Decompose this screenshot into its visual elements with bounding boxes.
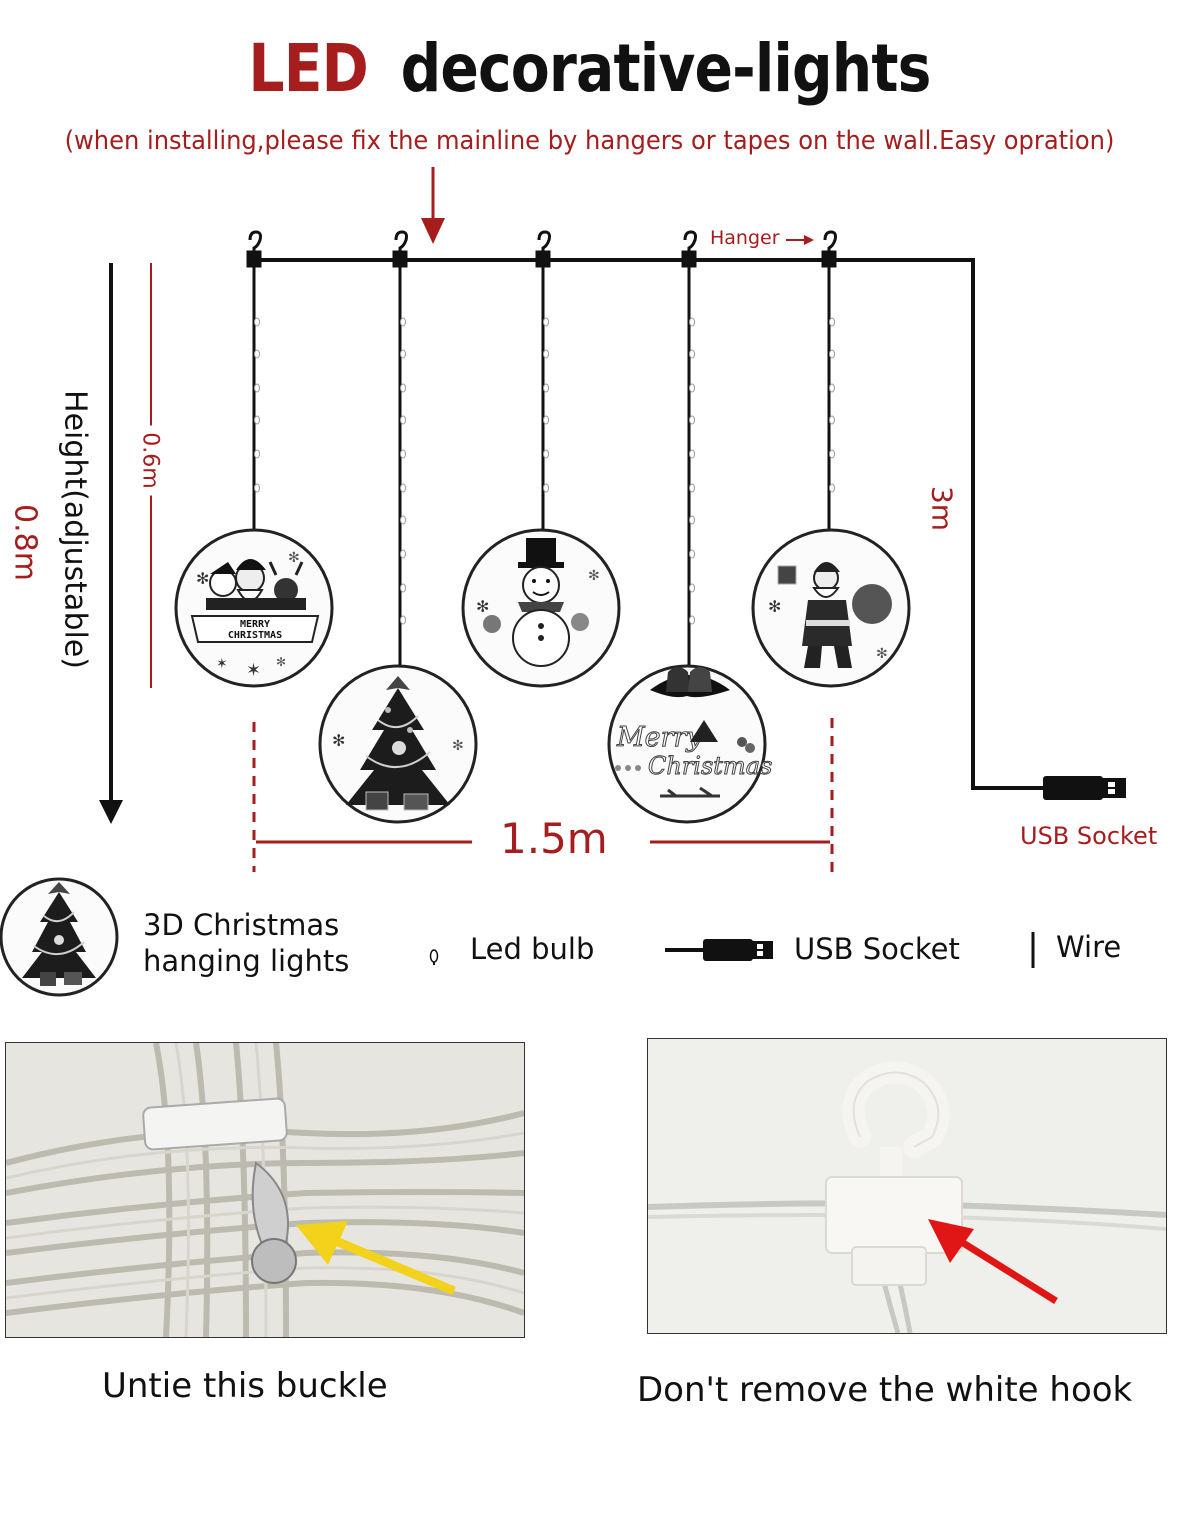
- ornament-santa-snowman-reindeer: MERRY CHRISTMAS ✻ ✻ ✶ ✶ ✻: [174, 528, 334, 688]
- install-arrow: [421, 167, 445, 244]
- legend-usb-label: USB Socket: [794, 932, 960, 966]
- ornament-santa-with-gifts: ✻ ✻: [751, 528, 911, 688]
- svg-text:✻: ✻: [876, 646, 888, 662]
- title-led: LED: [248, 30, 368, 107]
- ornament-merry-christmas-bells: Merry Christmas: [607, 664, 773, 824]
- ornament-text-christmas: CHRISTMAS: [228, 630, 282, 641]
- led-bulb-icon: [429, 949, 439, 965]
- svg-text:✻: ✻: [588, 568, 600, 584]
- title-rest: decorative-lights: [400, 30, 932, 107]
- hanger-icon: [392, 230, 408, 268]
- hanger-label: Hanger: [710, 227, 780, 249]
- hanger-icon: [535, 230, 551, 268]
- svg-text:✶: ✶: [246, 660, 261, 681]
- drop-wires: [252, 262, 831, 666]
- width-dimension: [252, 718, 834, 872]
- hanger-icons: [246, 230, 837, 268]
- legend-ornament-label-line1: 3D Christmas: [143, 908, 340, 942]
- ornament-christmas-tree: ✻ ✻: [318, 664, 478, 824]
- buckle-photo: [5, 1042, 525, 1338]
- width-label: 1.5m: [500, 814, 608, 863]
- hook-caption: Don't remove the white hook: [637, 1370, 1133, 1410]
- buckle-illustration: [6, 1043, 524, 1337]
- ornament-text-christmas-script: Christmas: [648, 752, 772, 780]
- legend-ornament-label-line2: hanging lights: [143, 944, 350, 978]
- usb-socket-icon: [665, 939, 773, 961]
- height-part-label: 0.6m: [137, 425, 163, 496]
- svg-text:✻: ✻: [276, 655, 286, 669]
- hook-photo: [647, 1038, 1167, 1334]
- ornament-text-merry: MERRY: [240, 619, 270, 630]
- svg-text:✻: ✻: [452, 738, 464, 754]
- hanger-icon: [821, 230, 837, 268]
- svg-text:✻: ✻: [332, 731, 345, 750]
- hook-illustration: [648, 1039, 1166, 1333]
- usb-plug-icon: [1043, 776, 1126, 800]
- ornament-text-merry-script: Merry: [616, 722, 702, 753]
- usb-socket-label: USB Socket: [1020, 822, 1158, 850]
- svg-text:✻: ✻: [196, 569, 209, 588]
- height-arrow: [99, 263, 123, 824]
- svg-text:✻: ✻: [476, 597, 489, 616]
- main-wire: [252, 258, 1045, 790]
- svg-text:✻: ✻: [288, 550, 300, 566]
- svg-text:✶: ✶: [216, 656, 228, 672]
- page-title: LED decorative-lights: [83, 30, 1097, 107]
- height-adjustable-label: Height(adjustable): [57, 390, 93, 669]
- buckle-caption: Untie this buckle: [102, 1366, 388, 1406]
- wire-length-label: 3m: [925, 485, 959, 532]
- led-bulbs: [254, 317, 835, 625]
- hanger-icon: [681, 230, 697, 268]
- legend-bulb-label: Led bulb: [470, 932, 595, 966]
- install-instruction: (when installing,please fix the mainline…: [64, 126, 1115, 156]
- hanger-icon: [246, 230, 262, 268]
- legend-ornament-icon: [0, 877, 119, 997]
- hanger-pointer-arrow: [786, 235, 814, 245]
- ornament-snowman: ✻ ✻: [461, 528, 621, 688]
- legend-wire-label: Wire: [1056, 930, 1122, 964]
- svg-text:✻: ✻: [768, 597, 781, 616]
- height-total-label: 0.8m: [7, 504, 43, 581]
